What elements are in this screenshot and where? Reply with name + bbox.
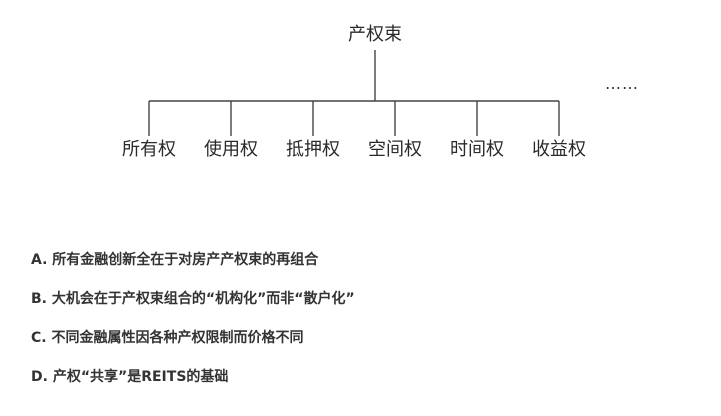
tree-connector-lines [148,50,560,136]
answer-options: A. 所有金融创新全在于对房产产权束的再组合 B. 大机会在于产权束组合的“机构… [31,250,691,406]
child-node-ownership: 所有权 [122,139,176,160]
option-a: A. 所有金融创新全在于对房产产权束的再组合 [31,252,319,268]
child-node-time-right: 时间权 [450,139,504,160]
root-node: 产权束 [348,24,402,45]
child-node-space-right: 空间权 [368,139,422,160]
child-node-mortgage-right: 抵押权 [286,139,340,160]
property-rights-tree: 产权束 所有权 使用权 抵押权 空间权 时间权 收益权 …… [0,0,721,190]
option-c: C. 不同金融属性因各种产权限制而价格不同 [31,330,304,346]
continuation-ellipsis: …… [605,74,639,93]
child-node-income-right: 收益权 [532,139,586,160]
option-b: B. 大机会在于产权束组合的“机构化”而非“散户化” [31,291,355,307]
child-node-use-right: 使用权 [204,139,258,160]
option-d: D. 产权“共享”是REITS的基础 [31,369,229,385]
